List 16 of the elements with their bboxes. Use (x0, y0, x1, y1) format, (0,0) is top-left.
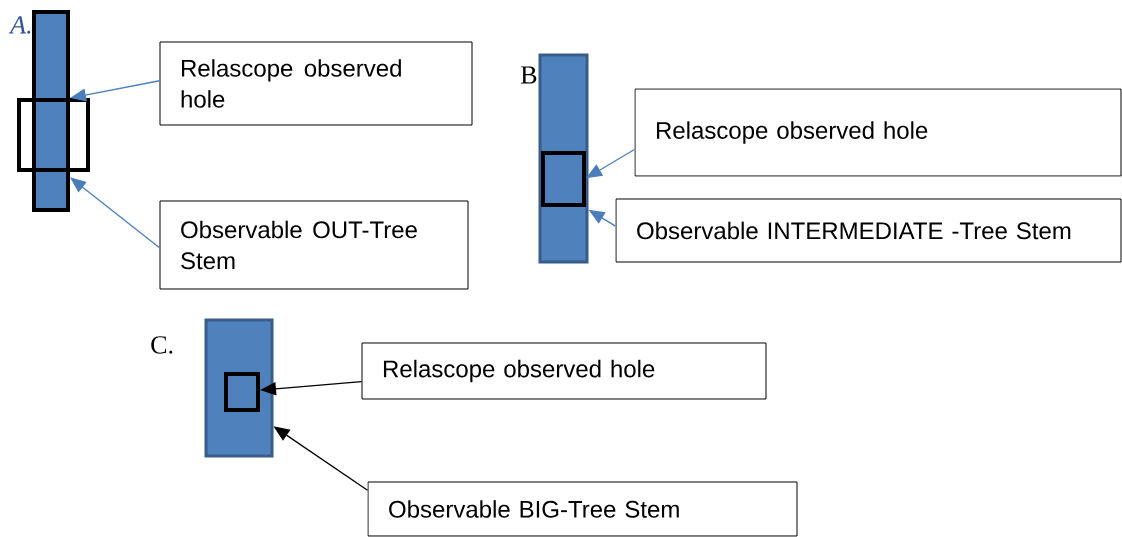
text-box: Observable INTERMEDIATE -Tree Stem (615, 198, 1122, 263)
text-box: Observable BIG-Tree Stem (367, 481, 798, 537)
text-box: Observable OUT-Tree Stem (159, 200, 469, 290)
hole-square (17, 98, 90, 172)
panel-letter: A. (8, 16, 31, 34)
text-box: Relascope observed hole (634, 88, 1122, 177)
panel-letter: C. (151, 336, 173, 354)
text-box: Relascope observed hole (361, 342, 767, 400)
hole-square (541, 151, 586, 207)
arrow (70, 177, 161, 249)
panel-letter: B (520, 66, 537, 84)
stem-bar (32, 10, 70, 212)
text-box: Relascope observed hole (159, 41, 473, 126)
stem-bar (204, 318, 274, 458)
stem-bar (538, 53, 589, 264)
hole-square (224, 372, 260, 412)
